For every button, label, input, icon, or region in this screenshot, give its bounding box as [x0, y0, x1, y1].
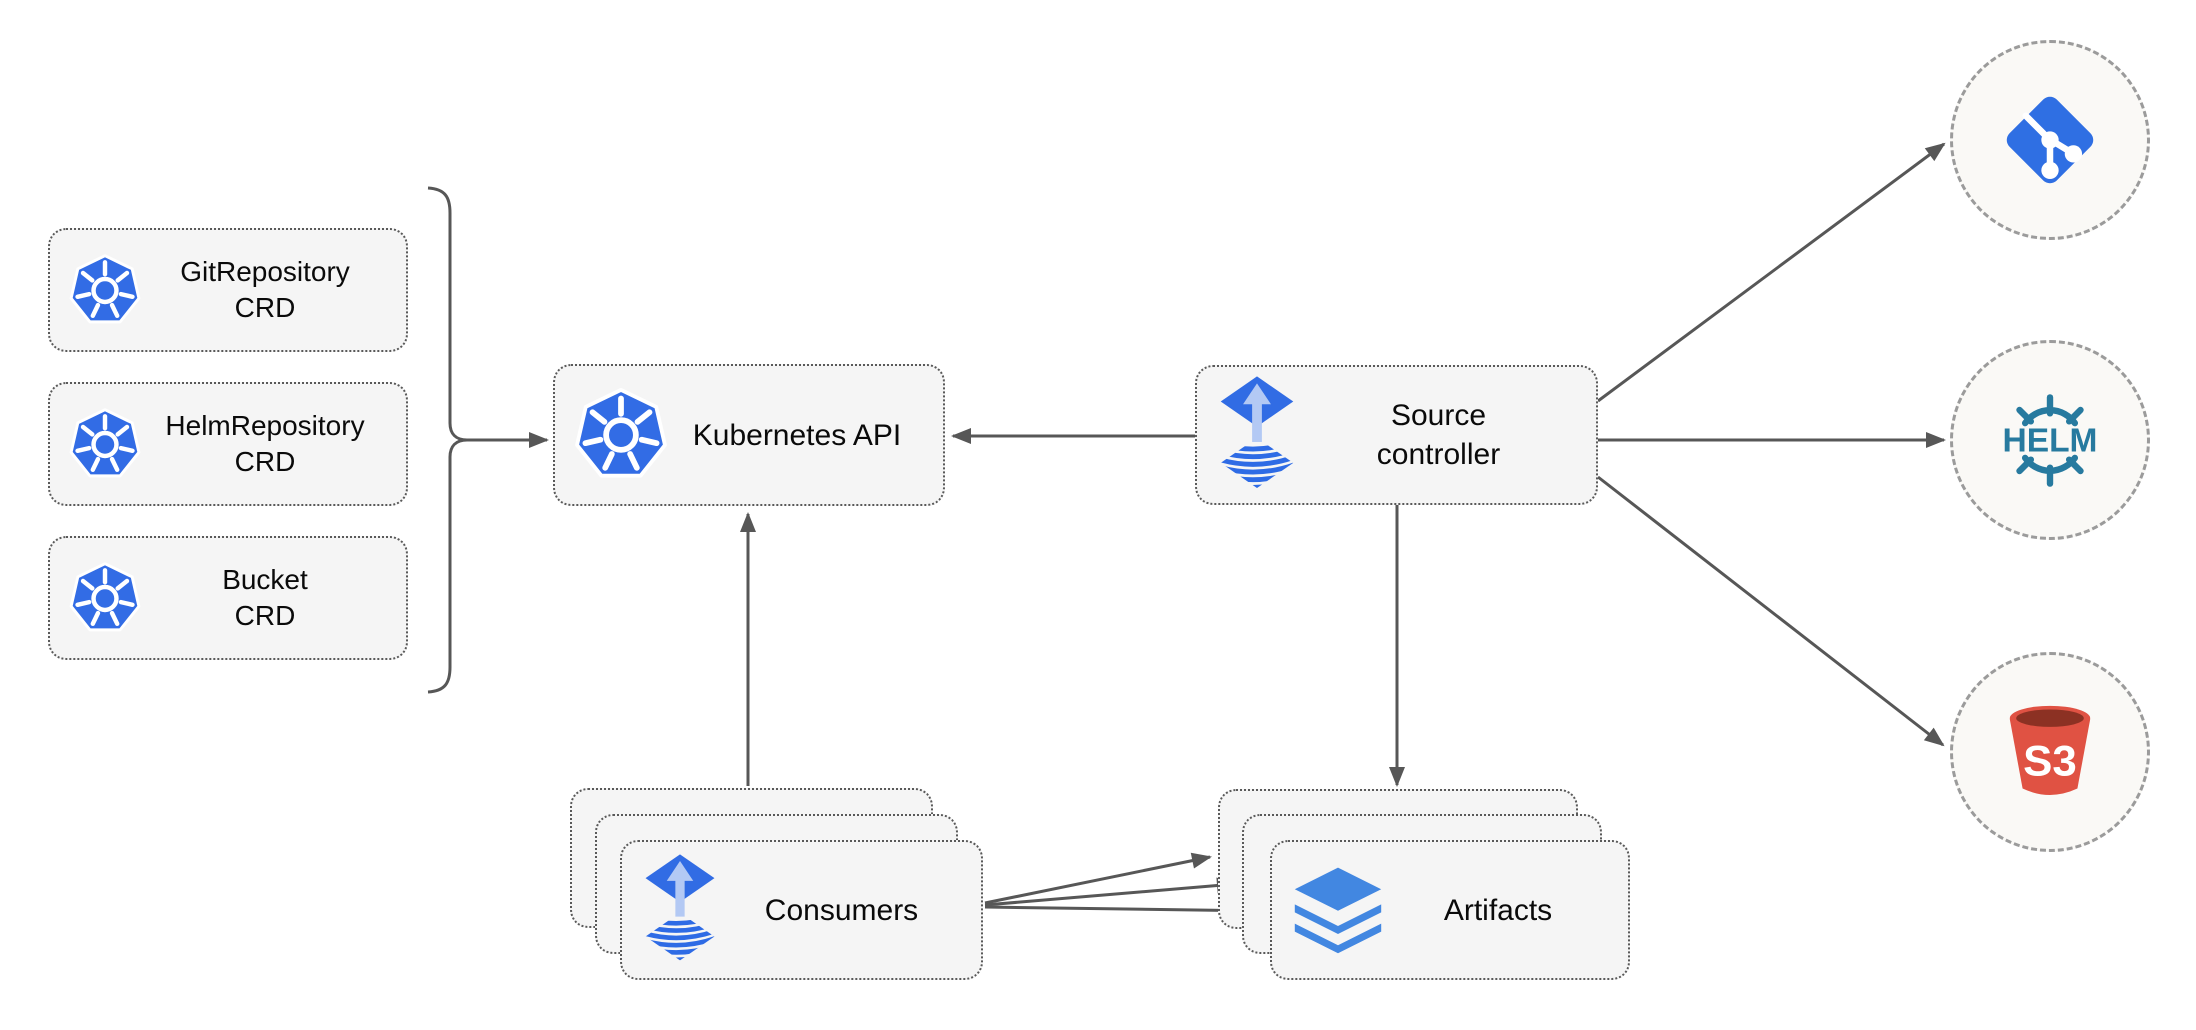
- arrow-consumers-to-artifacts-1: [984, 852, 1212, 905]
- node-consumers: Consumers: [620, 840, 983, 980]
- node-label: GitRepository CRD: [180, 255, 350, 323]
- arrow-source-to-git: [1597, 142, 1946, 403]
- kubernetes-icon: [68, 252, 142, 329]
- arrow-consumers-to-artifacts-2: [984, 877, 1237, 907]
- node-label: HelmRepository CRD: [165, 409, 365, 477]
- s3-icon: S3: [2009, 705, 2091, 795]
- node-label: Artifacts: [1443, 893, 1553, 927]
- arrow-crds-to-kubernetes-api: [427, 186, 549, 448]
- node-bucket-crd: Bucket CRD: [48, 536, 408, 660]
- node-gitrepository-crd: GitRepository CRD: [48, 228, 408, 352]
- kubernetes-icon: [68, 406, 142, 483]
- arrow-source-to-s3: [1597, 475, 1945, 747]
- node-label: Kubernetes API: [692, 418, 902, 452]
- kubernetes-icon: [573, 385, 669, 485]
- kubernetes-icon: [68, 560, 142, 637]
- layers-icon: [1290, 861, 1386, 959]
- flux-icon: [640, 853, 720, 967]
- node-label: Bucket CRD: [222, 563, 308, 631]
- node-kubernetes-api: Kubernetes API: [553, 364, 945, 506]
- git-icon: [2006, 96, 2094, 184]
- node-source-controller: Source controller: [1195, 365, 1598, 505]
- helm-label: HELM: [2003, 422, 2098, 459]
- s3-label: S3: [2023, 737, 2077, 786]
- bracket-crds-lower: [427, 438, 468, 694]
- helm-icon: HELM: [2003, 393, 2098, 487]
- node-helmrepository-crd: HelmRepository CRD: [48, 382, 408, 506]
- node-label: Source controller: [1376, 399, 1501, 471]
- node-s3-source: S3: [1950, 652, 2150, 852]
- node-git-source: [1950, 40, 2150, 240]
- node-helm-source: HELM: [1950, 340, 2150, 540]
- node-artifacts: Artifacts: [1270, 840, 1630, 980]
- flux-icon: [1215, 375, 1299, 495]
- node-label: Consumers: [764, 893, 919, 927]
